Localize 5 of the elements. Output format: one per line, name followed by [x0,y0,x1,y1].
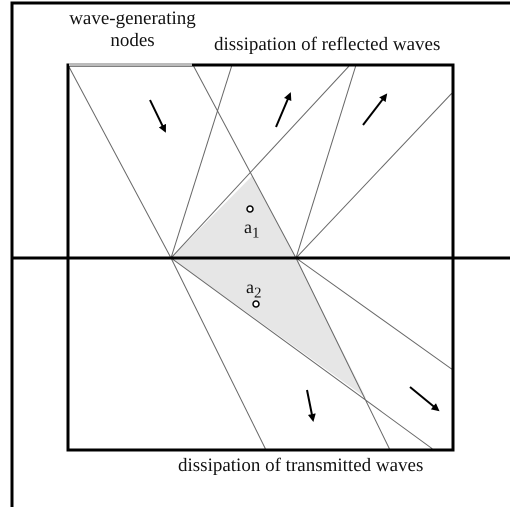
point-label: a$_{1}$ [244,216,260,244]
node-label: wave-generating nodes [68,8,197,52]
point-label: a$_{2}$ [246,276,262,304]
boundary-label: dissipation of reflected waves [214,34,440,56]
boundary-label: dissipation of transmitted waves [178,455,424,477]
